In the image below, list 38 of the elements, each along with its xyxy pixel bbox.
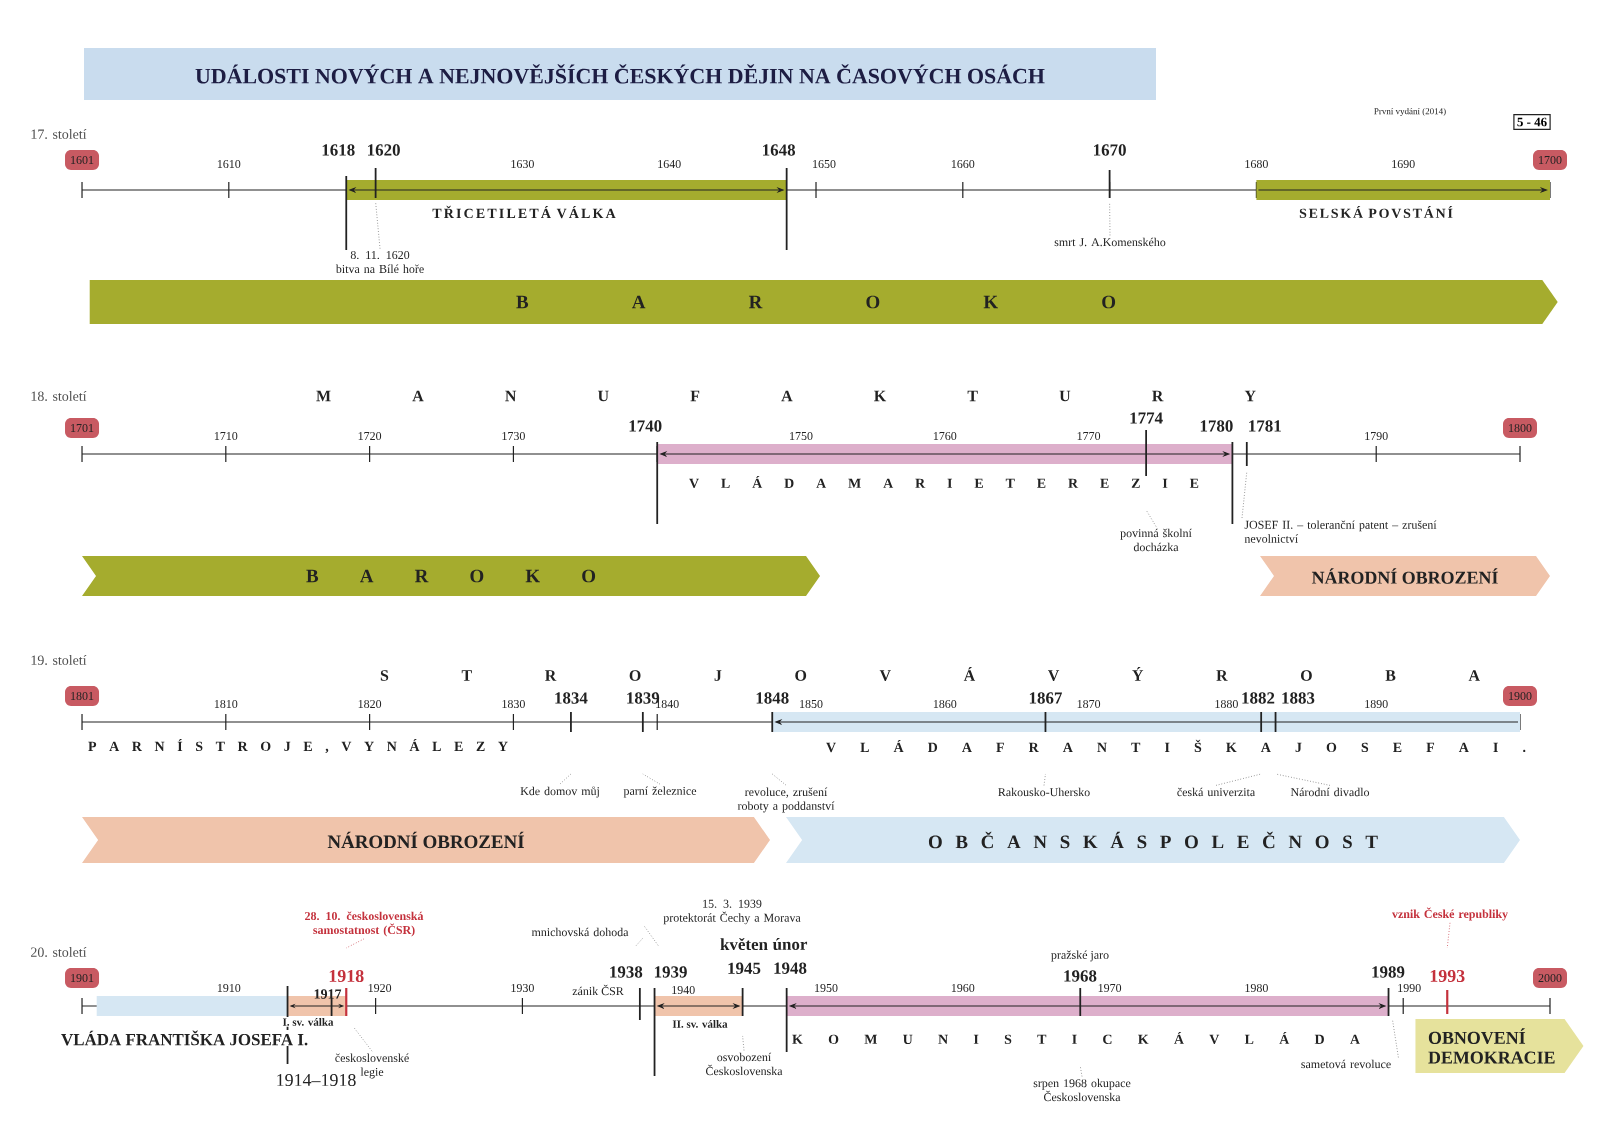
leader-line: [1392, 1019, 1399, 1058]
year-label: 1989: [1372, 966, 1405, 978]
year-label: 1993: [1430, 969, 1465, 982]
year-label: 1774: [1130, 412, 1163, 424]
year-label: 1620: [368, 144, 400, 156]
year-label: 1938: [610, 966, 643, 978]
year-label: 1670: [1094, 144, 1126, 156]
year-label: 1968: [1064, 970, 1097, 982]
leader-line: [1446, 922, 1451, 949]
year-label: 1780: [1200, 420, 1233, 432]
year-label: 1839: [627, 692, 660, 704]
leader-line: [644, 926, 659, 947]
year-label: 1740: [629, 420, 662, 432]
year-label: 1618: [322, 144, 355, 156]
year-label: květen 1945: [720, 938, 768, 974]
leader-line: [1275, 773, 1331, 786]
leader-line: [771, 773, 787, 786]
year-label: 1882: [1242, 692, 1275, 704]
year-label: 1939: [654, 966, 687, 978]
leader-line: [1109, 201, 1111, 236]
leader-line: [1241, 471, 1248, 519]
period-label: 1914–1918: [277, 1073, 356, 1087]
year-label: 1883: [1282, 692, 1315, 704]
year-label: 1781: [1249, 420, 1281, 432]
year-label: 1648: [763, 144, 795, 156]
year-label: 1867: [1029, 692, 1062, 704]
year-label: únor 1948: [772, 938, 808, 974]
leader-line: [353, 1027, 373, 1052]
leader-line: [1215, 773, 1262, 786]
leader-line: [375, 201, 381, 249]
leader-line: [1145, 509, 1157, 527]
year-label: 1918: [329, 969, 364, 983]
year-label: 1848: [756, 692, 789, 704]
leader-line: [642, 773, 661, 785]
title-box: UDÁLOSTI NOVÝCH A NEJNOVĚJŠÍCH ČESKÝCH DĚJIN NA ČASOVÝCH OSÁCH: [84, 48, 1156, 100]
leader-line: [345, 938, 365, 949]
year-label: 1834: [555, 692, 588, 704]
leader-line: [559, 773, 572, 785]
